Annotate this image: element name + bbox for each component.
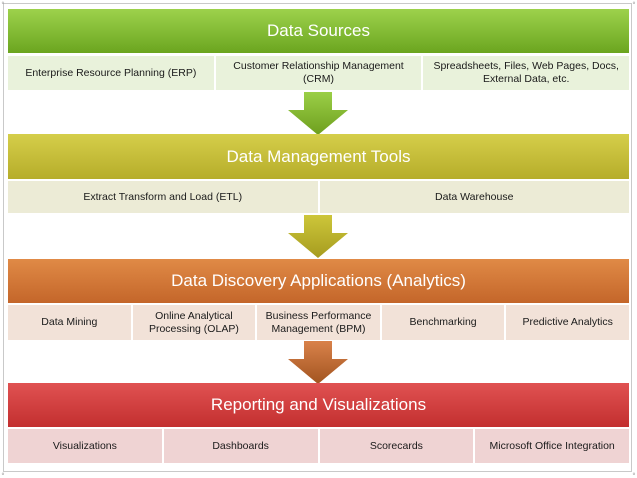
item-dashboards: Dashboards: [163, 429, 320, 463]
reporting-items: Visualizations Dashboards Scorecards Mic…: [8, 429, 629, 463]
down-arrow-1: [288, 92, 348, 135]
item-microsoft-office-integration: Microsoft Office Integration: [475, 429, 629, 463]
band-data-sources: Data Sources: [8, 9, 629, 53]
diagram-frame: [3, 3, 632, 472]
band-title: Data Management Tools: [226, 146, 411, 166]
item-benchmarking: Benchmarking: [381, 305, 507, 340]
selection-handle-bottom-right[interactable]: ∘: [631, 470, 637, 478]
item-olap: Online Analytical Processing (OLAP): [132, 305, 258, 340]
item-data-mining: Data Mining: [8, 305, 133, 340]
selection-handle-top-left[interactable]: ∘: [0, 0, 6, 7]
data-discovery-items: Data Mining Online Analytical Processing…: [8, 305, 629, 340]
item-predictive-analytics: Predictive Analytics: [506, 305, 629, 340]
item-crm: Customer Relationship Management (CRM): [215, 56, 424, 90]
item-scorecards: Scorecards: [319, 429, 476, 463]
data-management-items: Extract Transform and Load (ETL) Data Wa…: [8, 181, 629, 213]
item-visualizations: Visualizations: [8, 429, 164, 463]
band-data-discovery-applications: Data Discovery Applications (Analytics): [8, 259, 629, 303]
item-erp: Enterprise Resource Planning (ERP): [8, 56, 216, 90]
band-reporting-and-visualizations: Reporting and Visualizations: [8, 383, 629, 427]
item-external-data: Spreadsheets, Files, Web Pages, Docs, Ex…: [423, 56, 630, 90]
band-title: Data Sources: [267, 21, 370, 40]
down-arrow-3: [288, 341, 348, 384]
selection-handle-bottom-left[interactable]: ∘: [0, 470, 6, 478]
item-etl: Extract Transform and Load (ETL): [8, 181, 320, 213]
selection-handle-top-right[interactable]: ∘: [631, 0, 637, 7]
data-sources-items: Enterprise Resource Planning (ERP) Custo…: [8, 56, 630, 90]
item-data-warehouse: Data Warehouse: [319, 181, 629, 213]
band-title: Data Discovery Applications (Analytics): [171, 271, 466, 290]
band-title: Reporting and Visualizations: [210, 395, 427, 414]
item-bpm: Business Performance Management (BPM): [257, 305, 382, 340]
band-data-management-tools: Data Management Tools: [8, 134, 629, 179]
down-arrow-2: [288, 215, 348, 258]
